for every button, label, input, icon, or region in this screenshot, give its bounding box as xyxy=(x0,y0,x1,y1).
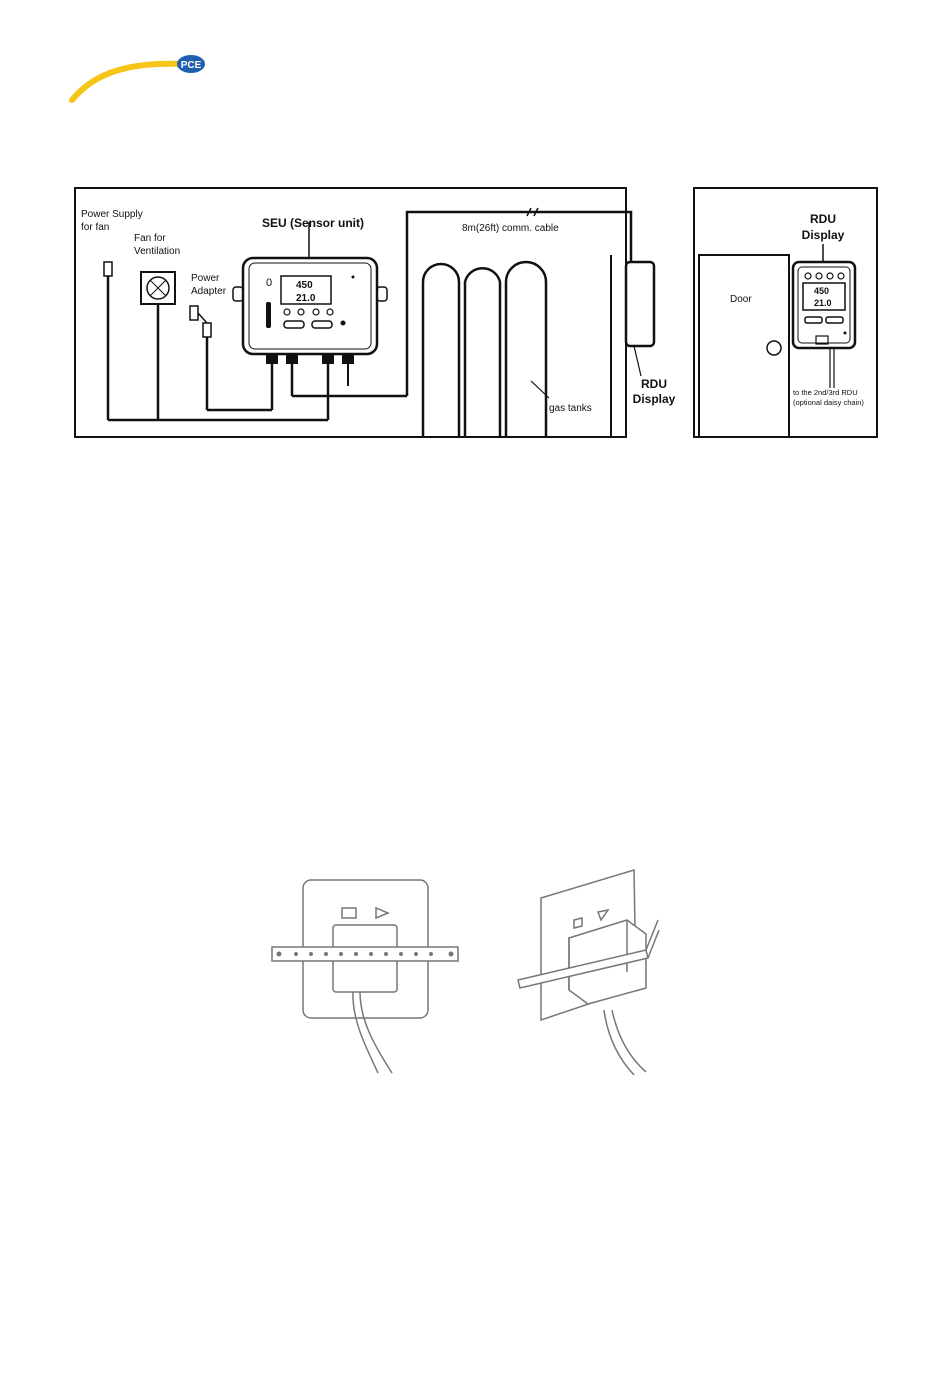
label-rdu-right: RDU xyxy=(810,212,836,226)
plug-strap-illustration xyxy=(0,860,950,1090)
perspective-view-outlet xyxy=(518,870,659,1075)
label-rdu: RDU xyxy=(641,377,667,391)
front-view-outlet xyxy=(272,880,458,1073)
label-seu: SEU (Sensor unit) xyxy=(262,216,364,230)
door-knob-icon xyxy=(767,341,781,355)
label-adapter-2: Adapter xyxy=(191,286,227,297)
power-adapter-icon xyxy=(190,306,198,320)
rdu-reading-2: 21.0 xyxy=(814,298,832,308)
installation-diagram: 0 450 21.0 xyxy=(0,0,950,460)
label-cable: 8m(26ft) comm. cable xyxy=(462,223,559,234)
power-supply-outlet-icon xyxy=(104,262,112,276)
label-gas-tanks: gas tanks xyxy=(549,403,592,414)
rdu-display-unit: 450 21.0 xyxy=(793,262,855,348)
seu-unit: 0 450 21.0 xyxy=(233,258,387,364)
seu-reading-1: 450 xyxy=(296,280,313,291)
comm-cable xyxy=(407,212,631,396)
door xyxy=(699,255,789,437)
rdu-wall-unit xyxy=(626,262,654,346)
label-fan-2: Ventilation xyxy=(134,246,180,257)
label-adapter: Power xyxy=(191,273,220,284)
seu-reading-2: 21.0 xyxy=(296,293,316,304)
label-power-supply: Power Supply xyxy=(81,209,143,220)
label-door: Door xyxy=(730,294,752,305)
label-daisy-2: (optional daisy chain) xyxy=(793,398,864,407)
label-rdu-right-2: Display xyxy=(802,228,845,242)
svg-text:0: 0 xyxy=(266,277,272,289)
rdu-reading-1: 450 xyxy=(814,286,829,296)
label-fan: Fan for xyxy=(134,233,166,244)
gas-tanks xyxy=(423,262,546,437)
label-daisy: to the 2nd/3rd RDU xyxy=(793,388,858,397)
label-power-supply-2: for fan xyxy=(81,222,109,233)
label-rdu-2: Display xyxy=(633,392,676,406)
